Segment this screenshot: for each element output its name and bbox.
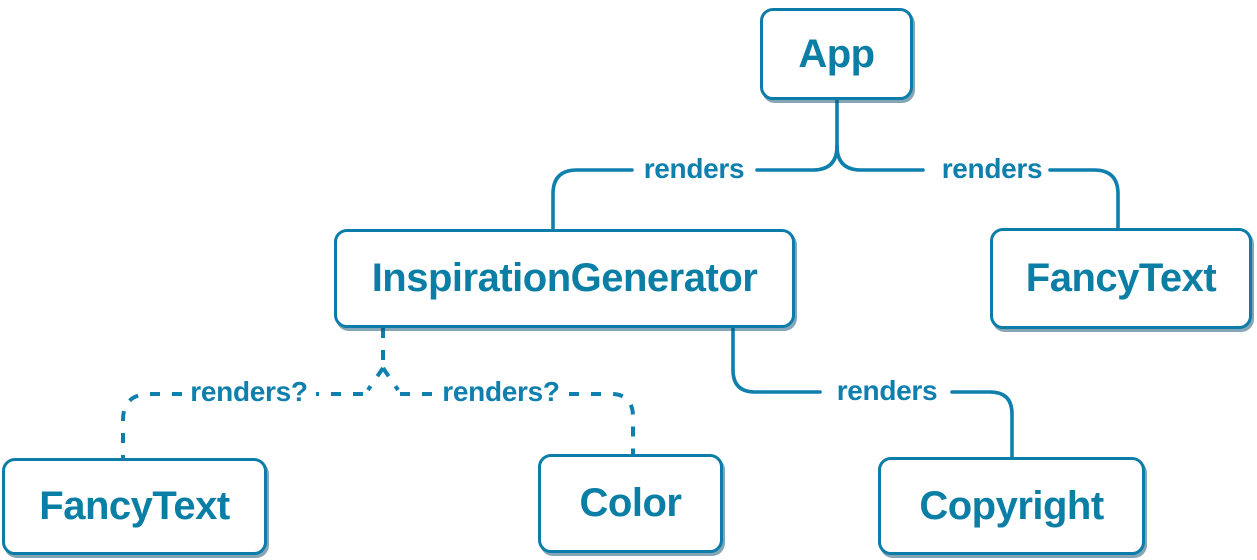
edge-inspirationgenerator-to-copyright-2	[950, 390, 1014, 459]
edge-inspirationgenerator-to-fancytext-2	[121, 392, 182, 458]
node-app-label: App	[798, 31, 875, 76]
edge-dashed-fork-left	[366, 366, 385, 392]
node-fancy-text-bottom-label: FancyText	[39, 484, 230, 528]
node-color-label: Color	[579, 481, 682, 525]
edge-app-to-fancytext	[835, 144, 925, 172]
edge-app-to-inspirationgenerator-2	[551, 168, 634, 231]
edge-app-to-inspirationgenerator	[755, 144, 839, 172]
edge-label-inspirationgenerator-copyright: renders	[836, 375, 938, 406]
edge-label-app-fancytext: renders	[941, 153, 1043, 184]
node-app: App	[760, 8, 913, 100]
edge-inspirationgenerator-to-copyright	[731, 326, 822, 394]
node-copyright: Copyright	[878, 457, 1145, 555]
node-color: Color	[538, 454, 723, 553]
node-inspiration-generator: InspirationGenerator	[334, 229, 795, 328]
edge-label-inspirationgenerator-fancytext: renders?	[190, 376, 308, 407]
edge-dashed-fork-right	[381, 366, 400, 392]
edge-label-app-inspirationgenerator: renders	[643, 153, 745, 184]
node-fancy-text-bottom: FancyText	[2, 458, 267, 555]
node-fancy-text-top: FancyText	[990, 228, 1252, 329]
edge-label-inspirationgenerator-color: renders?	[442, 376, 560, 407]
edge-app-to-fancytext-2	[1048, 168, 1120, 230]
node-inspiration-generator-label: InspirationGenerator	[371, 256, 758, 300]
edge-inspirationgenerator-to-color-2	[569, 392, 635, 454]
node-fancy-text-top-label: FancyText	[1025, 256, 1217, 300]
node-copyright-label: Copyright	[919, 483, 1104, 528]
